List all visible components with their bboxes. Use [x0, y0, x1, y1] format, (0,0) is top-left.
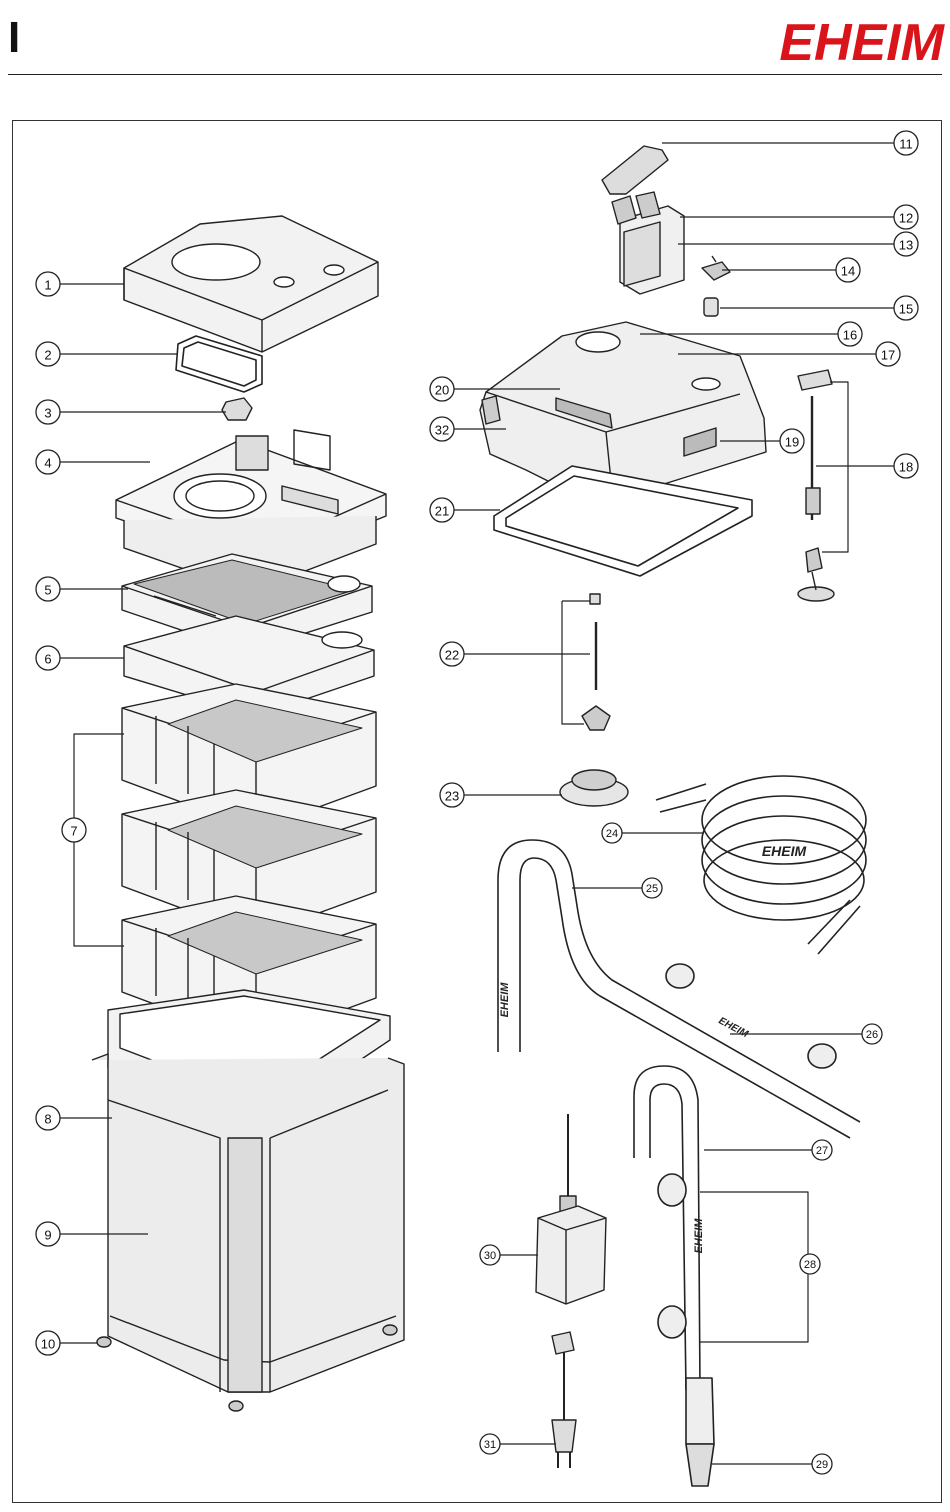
callout-12: 12	[894, 205, 918, 229]
svg-text:2: 2	[44, 348, 51, 363]
callout-23: 23	[440, 783, 464, 807]
svg-text:32: 32	[435, 423, 449, 438]
svg-text:11: 11	[899, 137, 913, 152]
callout-20: 20	[430, 377, 454, 401]
part-adapter-lever	[602, 146, 668, 194]
part-hose-coil: EHEIM	[656, 776, 866, 954]
callout-32: 32	[430, 417, 454, 441]
svg-text:30: 30	[484, 1250, 496, 1262]
callout-7: 7	[62, 818, 86, 842]
part-adapter-block	[612, 192, 684, 294]
part-clip	[222, 398, 252, 420]
callout-27: 27	[812, 1140, 832, 1160]
callout-5: 5	[36, 577, 60, 601]
svg-text:7: 7	[70, 824, 77, 839]
svg-text:6: 6	[44, 652, 51, 667]
svg-text:9: 9	[44, 1228, 51, 1243]
callout-4: 4	[36, 450, 60, 474]
part-lid	[124, 216, 378, 352]
svg-text:31: 31	[484, 1439, 496, 1451]
callout-10: 10	[36, 1331, 60, 1355]
svg-text:4: 4	[44, 456, 51, 471]
callout-25: 25	[642, 878, 662, 898]
part-power-supply	[536, 1114, 606, 1304]
callout-6: 6	[36, 646, 60, 670]
svg-text:28: 28	[804, 1259, 816, 1271]
callout-13: 13	[894, 232, 918, 256]
svg-text:10: 10	[41, 1337, 55, 1352]
svg-text:5: 5	[44, 583, 51, 598]
part-head-gasket	[494, 466, 752, 576]
svg-text:25: 25	[646, 883, 658, 895]
part-impeller	[582, 594, 610, 730]
svg-text:14: 14	[841, 264, 855, 279]
part-foot-right	[383, 1325, 397, 1335]
callout-24: 24	[602, 823, 622, 843]
part-nozzle	[704, 298, 718, 316]
callout-28: 28	[800, 1254, 820, 1274]
callout-21: 21	[430, 498, 454, 522]
callout-2: 2	[36, 342, 60, 366]
svg-text:27: 27	[816, 1145, 828, 1157]
svg-text:23: 23	[445, 789, 459, 804]
part-power-cord	[552, 1332, 576, 1468]
callout-31: 31	[480, 1434, 500, 1454]
part-foot	[97, 1337, 111, 1347]
callout-14: 14	[836, 258, 860, 282]
callout-8: 8	[36, 1106, 60, 1130]
callout-18: 18	[894, 454, 918, 478]
svg-text:22: 22	[445, 648, 459, 663]
spray-bar-brand: EHEIM	[717, 1016, 751, 1041]
part-filter-baskets	[122, 684, 376, 1042]
part-foot-rear	[229, 1401, 243, 1411]
svg-text:16: 16	[843, 328, 857, 343]
part-pump-cover	[560, 770, 628, 806]
callout-19: 19	[780, 429, 804, 453]
callout-3: 3	[36, 400, 60, 424]
svg-text:18: 18	[899, 460, 913, 475]
svg-text:21: 21	[435, 504, 449, 519]
callout-22: 22	[440, 642, 464, 666]
callout-15: 15	[894, 296, 918, 320]
part-suction-set	[798, 370, 834, 601]
svg-text:17: 17	[881, 348, 895, 363]
callout-17: 17	[876, 342, 900, 366]
svg-text:26: 26	[866, 1029, 878, 1041]
svg-text:24: 24	[606, 828, 618, 840]
part-intake-tube: EHEIM	[634, 1066, 714, 1486]
callout-11: 11	[894, 131, 918, 155]
hose-coil-brand: EHEIM	[762, 843, 807, 859]
svg-text:15: 15	[899, 302, 913, 317]
callout-9: 9	[36, 1222, 60, 1246]
svg-text:3: 3	[44, 406, 51, 421]
svg-text:13: 13	[899, 238, 913, 253]
callout-30: 30	[480, 1245, 500, 1265]
callout-16: 16	[838, 322, 862, 346]
intake-tube-brand: EHEIM	[693, 1218, 705, 1254]
part-canister-body	[92, 1054, 404, 1392]
svg-text:12: 12	[899, 211, 913, 226]
svg-text:8: 8	[44, 1112, 51, 1127]
outlet-bend-brand: EHEIM	[499, 982, 511, 1018]
part-valve	[702, 256, 730, 280]
svg-text:1: 1	[44, 278, 51, 293]
svg-text:19: 19	[785, 435, 799, 450]
callout-26: 26	[862, 1024, 882, 1044]
svg-text:20: 20	[435, 383, 449, 398]
callout-29: 29	[812, 1454, 832, 1474]
callout-1: 1	[36, 272, 60, 296]
svg-text:29: 29	[816, 1459, 828, 1471]
